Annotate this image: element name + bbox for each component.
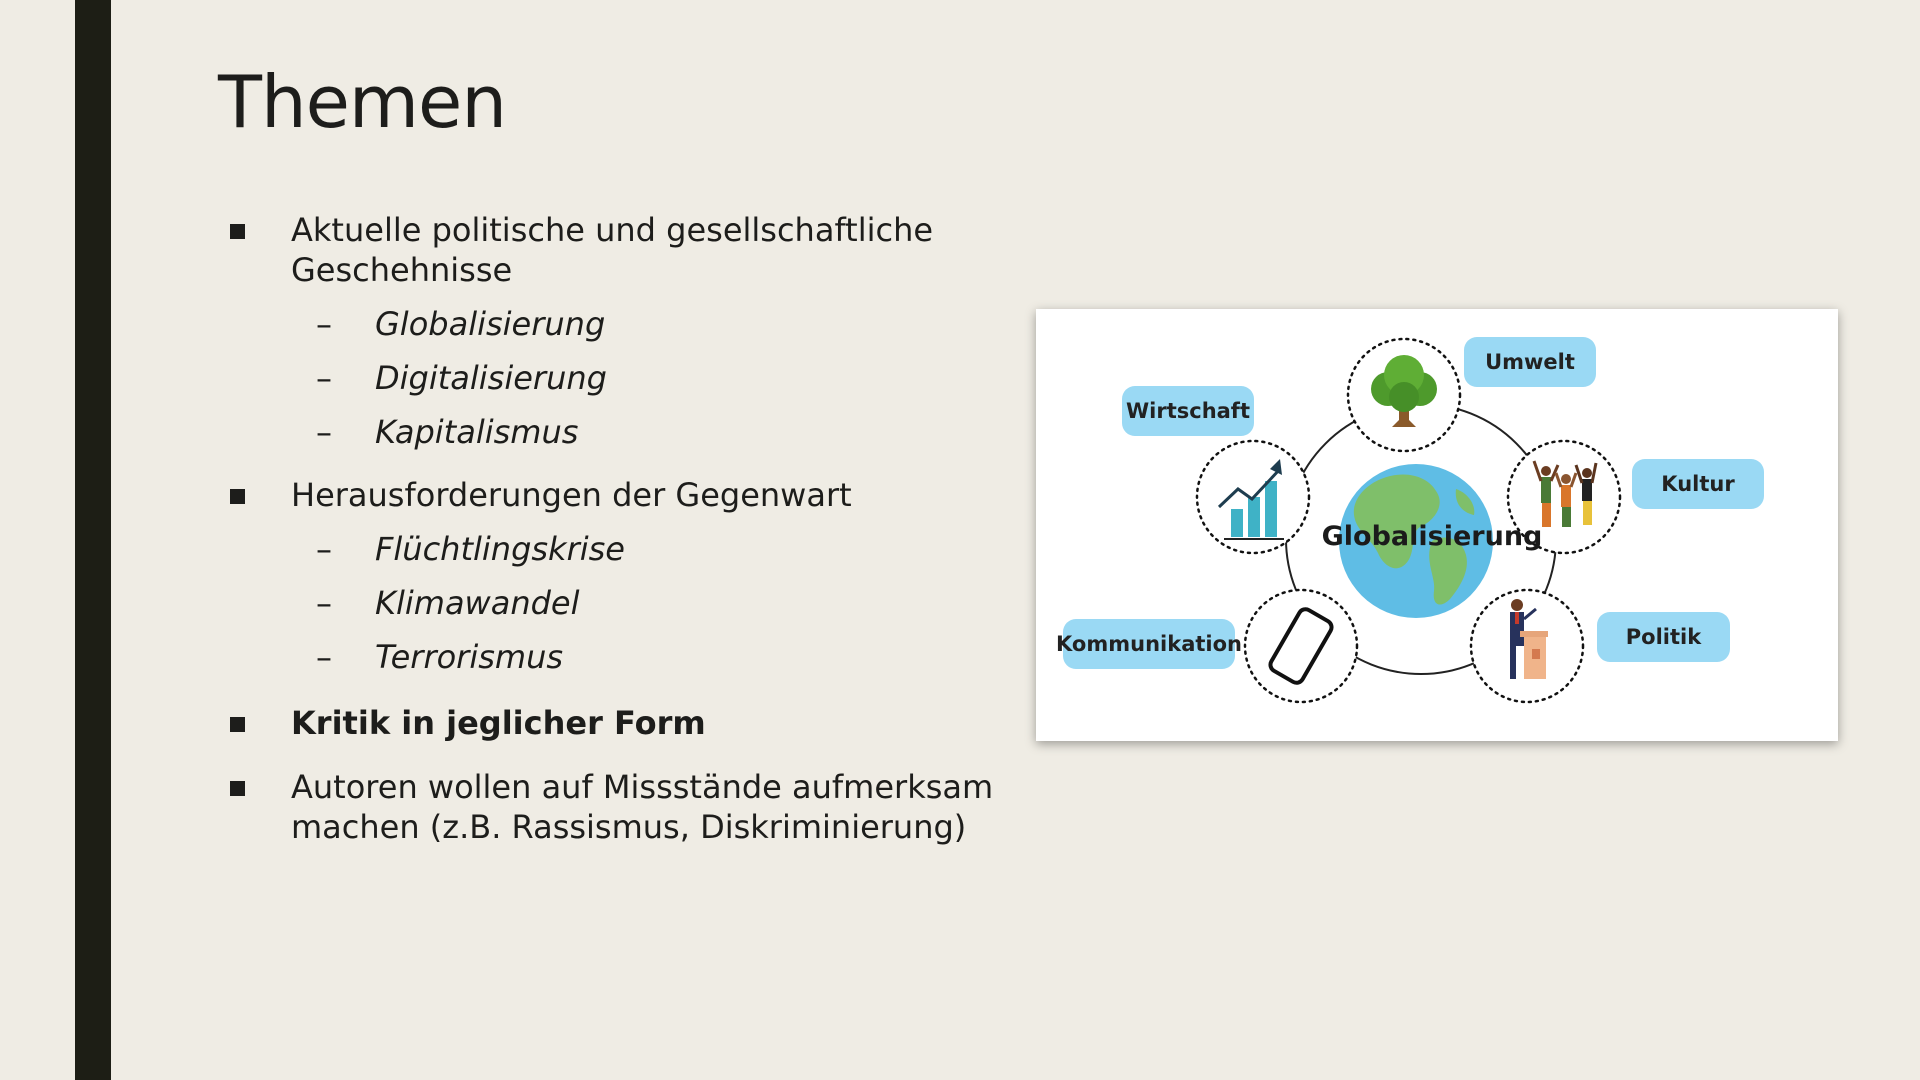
speaker-podium-icon (1510, 599, 1548, 679)
dash-bullet: – (316, 530, 332, 568)
square-bullet-icon (230, 717, 245, 732)
sub-item-text: Flüchtlingskrise (375, 530, 625, 568)
dash-bullet: – (316, 584, 332, 622)
rising-chart-icon (1217, 459, 1284, 540)
list-item: Kritik in jeglicher Form (230, 703, 1130, 743)
globe-icon (1339, 464, 1493, 618)
globalization-diagram: Umwelt Wirtschaft Kultur Kommunikation P… (1036, 309, 1838, 741)
dash-bullet: – (316, 359, 332, 397)
sub-item-text: Klimawandel (375, 584, 580, 622)
list-item-text: Herausforderungen der Gegenwart (291, 476, 852, 514)
diagram-center-label: Globalisierung (1321, 521, 1543, 552)
slide-title: Themen (218, 60, 507, 144)
accent-bar (75, 0, 111, 1080)
sub-item: – Terrorismus (316, 637, 1130, 677)
sub-item: – Kapitalismus (316, 412, 1130, 452)
label-kultur: Kultur (1632, 459, 1764, 509)
sub-item-text: Globalisierung (375, 305, 606, 343)
list-item-text: Autoren wollen auf Missstände aufmerksam… (291, 768, 994, 846)
square-bullet-icon (230, 489, 245, 504)
label-kommunikation: Kommunikation (1056, 619, 1242, 669)
sub-item-text: Digitalisierung (375, 359, 607, 397)
sub-item: – Flüchtlingskrise (316, 529, 1130, 569)
square-bullet-icon (230, 781, 245, 796)
list-item: Aktuelle politische und gesellschaftlich… (230, 210, 1130, 290)
label-wirtschaft: Wirtschaft (1122, 386, 1254, 436)
dash-bullet: – (316, 305, 332, 343)
label-umwelt: Umwelt (1464, 337, 1596, 387)
sub-item: – Globalisierung (316, 304, 1130, 344)
list-item: Autoren wollen auf Missstände aufmerksam… (230, 767, 1130, 847)
people-cheering-icon (1532, 460, 1598, 527)
sub-item: – Digitalisierung (316, 358, 1130, 398)
list-item-text: Aktuelle politische und gesellschaftlich… (291, 211, 934, 289)
dash-bullet: – (316, 638, 332, 676)
square-bullet-icon (230, 224, 245, 239)
topic-list: Aktuelle politische und gesellschaftlich… (230, 210, 1130, 847)
smartphone-icon (1268, 607, 1334, 685)
label-politik: Politik (1597, 612, 1730, 662)
sub-item: – Klimawandel (316, 583, 1130, 623)
sub-item-text: Terrorismus (375, 638, 564, 676)
list-item: Herausforderungen der Gegenwart (230, 475, 1130, 515)
sub-item-text: Kapitalismus (375, 413, 579, 451)
tree-icon (1371, 355, 1437, 427)
dash-bullet: – (316, 413, 332, 451)
list-item-text: Kritik in jeglicher Form (291, 704, 706, 742)
diagram-graphics (1195, 337, 1622, 704)
